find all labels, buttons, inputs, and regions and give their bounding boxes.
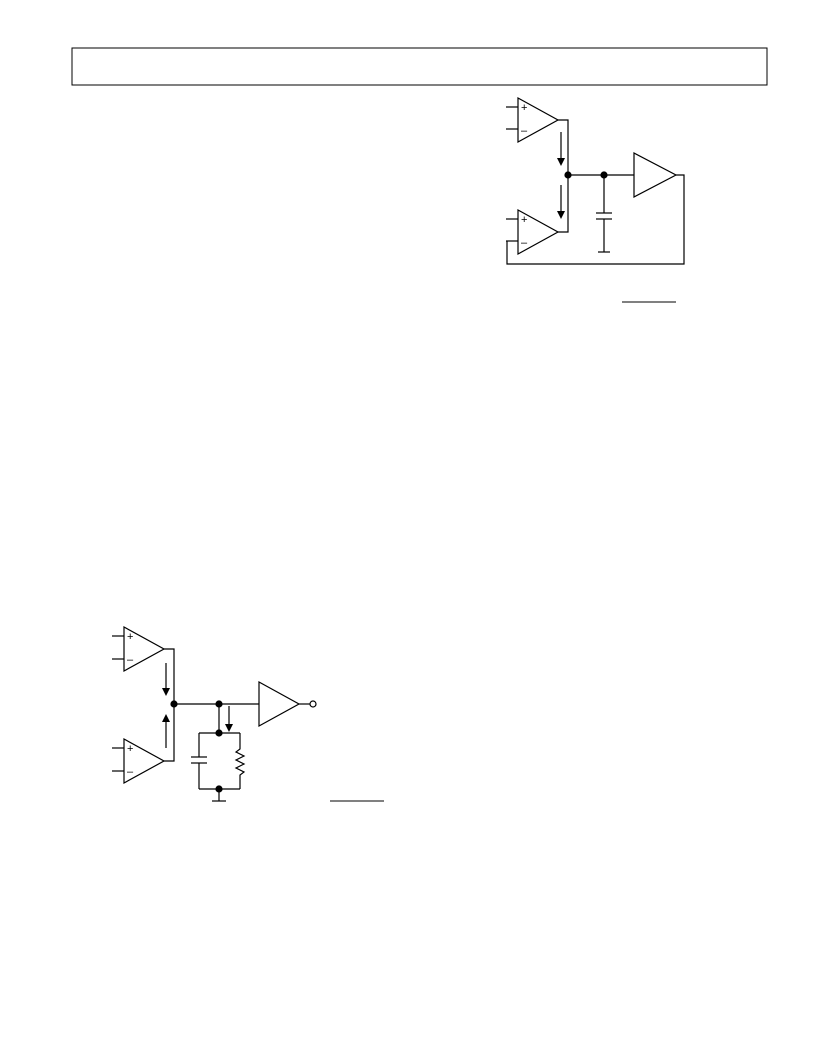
figure-bottom: + – + – — [112, 625, 317, 802]
output-terminal-icon — [309, 700, 317, 708]
figure-top: + – + – — [506, 96, 685, 265]
opamp-plus-sign: + — [127, 631, 133, 643]
opamp-minus-sign: – — [521, 237, 528, 249]
opamp-plus-sign: + — [127, 743, 133, 755]
top-figure-capacitor — [596, 175, 612, 253]
bottom-figure-capacitor — [191, 733, 207, 789]
bottom-figure-ground — [212, 789, 226, 802]
opamp-minus-sign: – — [521, 125, 528, 137]
bottom-figure-rc-network — [191, 704, 246, 802]
opamp-plus-sign: + — [521, 102, 527, 114]
top-figure-feedback-loop — [506, 174, 685, 265]
top-figure-buffer-amplifier — [633, 152, 678, 198]
bottom-figure-resistor — [234, 733, 246, 789]
top-figure-output-bus — [558, 119, 634, 233]
top-figure-comparator-upper: + – — [506, 96, 560, 144]
bottom-figure-comparator-upper: + – — [112, 625, 166, 673]
opamp-minus-sign: – — [127, 766, 134, 778]
bottom-figure-buffer-amplifier — [258, 680, 317, 728]
bottom-figure-comparator-lower: + – — [112, 737, 166, 785]
bottom-figure-current-arrows — [162, 663, 233, 748]
opamp-plus-sign: + — [521, 214, 527, 226]
bottom-figure-output-bus — [164, 648, 259, 762]
opamp-minus-sign: – — [127, 654, 134, 666]
header-frame — [71, 47, 768, 86]
top-figure-comparator-lower: + – — [506, 208, 560, 256]
